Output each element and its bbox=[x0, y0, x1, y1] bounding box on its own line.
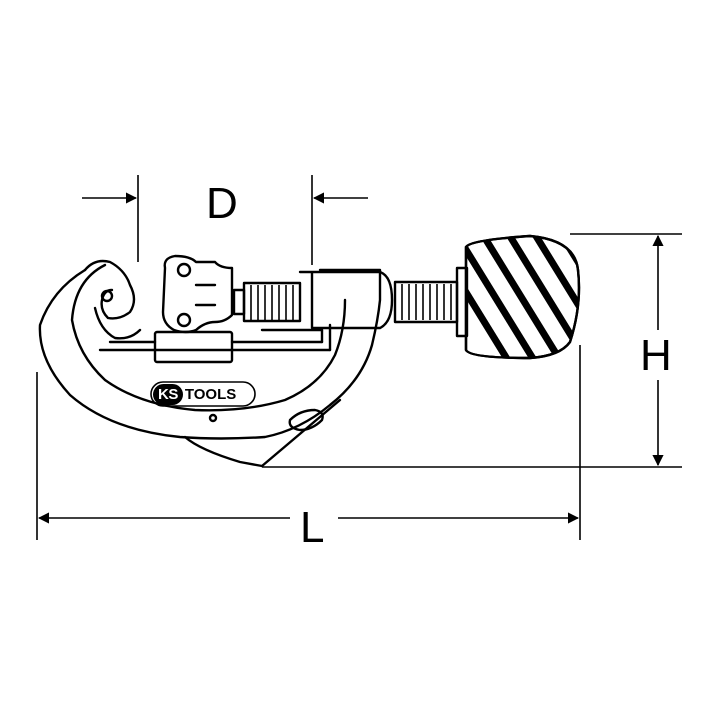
cutting-wheel-holder bbox=[161, 254, 234, 334]
dimension-label-d: D bbox=[206, 179, 238, 228]
brand-logo: KS TOOLS bbox=[153, 383, 253, 405]
dimension-label-l: L bbox=[300, 503, 325, 552]
handle-recess bbox=[288, 408, 324, 432]
brand-logo-tools: TOOLS bbox=[184, 385, 237, 403]
brand-badge-outline bbox=[150, 381, 256, 407]
thread-spindle-rear bbox=[393, 280, 459, 324]
front-jaw bbox=[83, 259, 136, 320]
dimension-label-h: H bbox=[640, 331, 672, 380]
cutter-frame bbox=[38, 268, 382, 440]
spindle-housing bbox=[298, 270, 394, 330]
thread-spindle-front bbox=[242, 281, 302, 323]
slide-block bbox=[153, 330, 234, 364]
cutter-frame-inner bbox=[70, 263, 347, 412]
dimension-lines bbox=[36, 175, 682, 540]
knob-grip-stripes bbox=[466, 236, 579, 358]
brand-logo-ks: KS bbox=[153, 383, 183, 405]
thread-pattern bbox=[250, 284, 452, 320]
jaw-roller-pin bbox=[100, 289, 114, 303]
